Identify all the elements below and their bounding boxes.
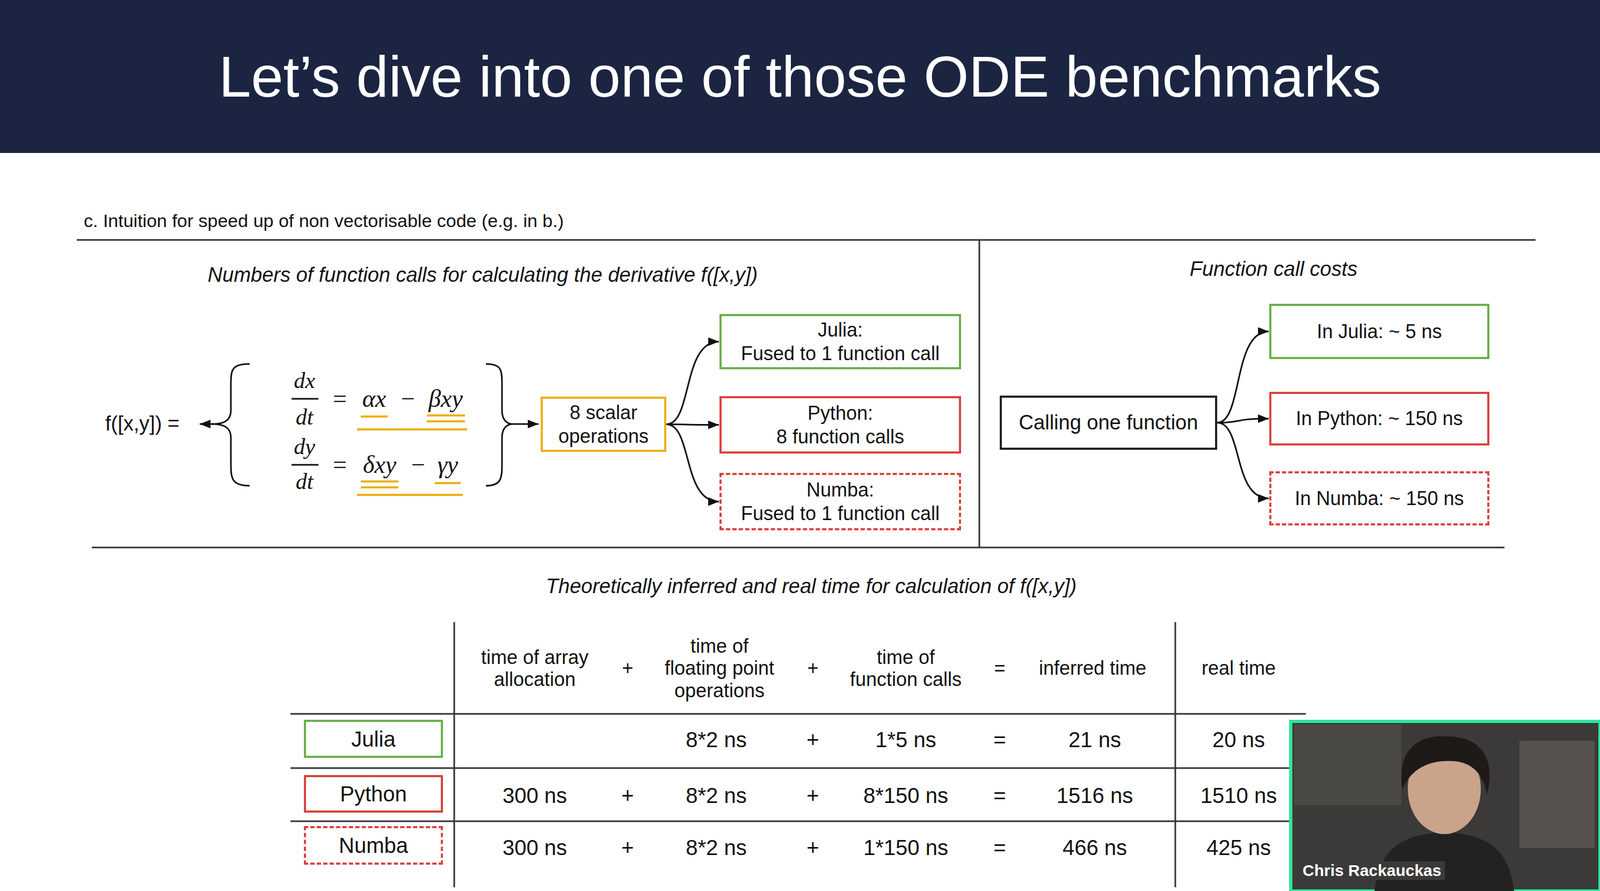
brace-arrow (199, 423, 213, 426)
node-text: Numba: (806, 478, 875, 502)
node-text: Python: (807, 401, 874, 425)
math-term: αx (362, 384, 387, 414)
table-cell: 300 ns (502, 783, 567, 809)
table-operator: + (806, 783, 819, 809)
column-header: time of function calls (844, 646, 968, 692)
connector-arrow (1217, 331, 1269, 424)
row-label-box: Python (303, 775, 443, 813)
table-cell: 1*5 ns (875, 727, 936, 753)
table-operator: + (806, 727, 819, 753)
table-operator: = (993, 657, 1006, 680)
node-text: Fused to 1 function call (740, 342, 940, 366)
node-text: In Julia: ~ 5 ns (1316, 320, 1442, 344)
language-box: Python:8 function calls (719, 396, 962, 454)
table-cell: 8*150 ns (863, 783, 949, 809)
connector-arrow (666, 424, 719, 503)
panel-heading: Numbers of function calls for calculatin… (207, 263, 758, 288)
language-box: Julia:Fused to 1 function call (719, 314, 962, 370)
connector-arrow (666, 424, 719, 426)
node-text: Numba (338, 832, 409, 859)
column-header: inferred time (1038, 657, 1147, 680)
table-cell: 8*2 ns (685, 835, 747, 861)
speaker-name: Chris Rackauckas (1299, 861, 1445, 881)
table-cell: 8*2 ns (685, 727, 747, 753)
math-term: dx (293, 367, 316, 394)
cost-box: In Numba: ~ 150 ns (1269, 471, 1490, 526)
table-heading: Theoretically inferred and real time for… (546, 575, 1077, 599)
math-term: γy (437, 451, 459, 480)
table-cell: 1516 ns (1056, 783, 1133, 809)
fraction-bar (291, 464, 319, 467)
right-brace (485, 364, 513, 486)
math-operator: − (401, 384, 416, 414)
node-text: Julia: (817, 318, 863, 342)
node-text: Julia (351, 726, 396, 753)
math-term: dt (295, 404, 314, 431)
slide-title: Let’s dive into one of those ODE benchma… (218, 43, 1381, 111)
cost-box: In Python: ~ 150 ns (1269, 391, 1490, 446)
process-box: Calling one function (999, 395, 1218, 450)
node-text: In Numba: ~ 150 ns (1294, 486, 1464, 511)
connector-arrow (1217, 423, 1269, 499)
table-cell: 1510 ns (1200, 783, 1277, 809)
table-cell: 300 ns (502, 835, 567, 861)
node-text: 8 function calls (776, 425, 905, 449)
math-term: βxy (428, 384, 463, 414)
math-term: δxy (362, 451, 397, 480)
node-text: In Python: ~ 150 ns (1295, 406, 1463, 431)
section-divider (978, 240, 981, 548)
panel-heading: Function call costs (1189, 257, 1358, 282)
math-term: dy (293, 433, 316, 460)
table-cell: 1*150 ns (863, 835, 949, 861)
column-header: time of array allocation (473, 646, 597, 692)
node-text: Fused to 1 function call (740, 502, 940, 526)
table-cell: 20 ns (1212, 727, 1265, 753)
cost-box: In Julia: ~ 5 ns (1269, 303, 1490, 360)
language-box: Numba:Fused to 1 function call (719, 473, 962, 530)
node-text: Calling one function (1019, 410, 1199, 436)
column-header: time of floating point operations (657, 635, 782, 702)
table-operator: + (806, 835, 819, 861)
table-operator: + (621, 657, 634, 680)
operation-count-box: 8 scalar operations (540, 396, 667, 453)
table-operator: + (621, 835, 634, 861)
operation-underlines (357, 415, 468, 496)
table-cell: 425 ns (1206, 835, 1271, 861)
table-operator: = (993, 727, 1006, 753)
table-cell: 21 ns (1068, 727, 1122, 753)
connector-arrow (1217, 418, 1269, 424)
math-operator: = (332, 451, 347, 480)
math-operator: − (411, 451, 426, 480)
table-operator: + (621, 783, 634, 809)
table-cell: 466 ns (1062, 835, 1127, 861)
fraction-bar (291, 398, 319, 400)
table-operator: = (993, 783, 1006, 809)
node-text: 8 scalar operations (548, 401, 659, 448)
section-rule (91, 547, 1505, 549)
section-rule (76, 239, 1536, 242)
table-operator: = (993, 835, 1006, 861)
row-label-box: Julia (303, 720, 443, 759)
table-cell: 8*2 ns (685, 783, 747, 809)
table-rules (290, 622, 1306, 888)
math-term: dt (295, 468, 314, 495)
function-name: f([x,y]) = (105, 412, 180, 436)
math-operator: = (332, 384, 347, 414)
node-text: Python (339, 781, 407, 807)
table-operator: + (806, 657, 819, 680)
left-brace (212, 364, 250, 486)
webcam-overlay (1290, 721, 1600, 891)
row-label-box: Numba (303, 826, 443, 865)
brace-arrow (512, 423, 539, 426)
column-header: real time (1201, 657, 1276, 680)
connector-arrow (666, 342, 719, 425)
section-heading: c. Intuition for speed up of non vectori… (83, 210, 564, 232)
